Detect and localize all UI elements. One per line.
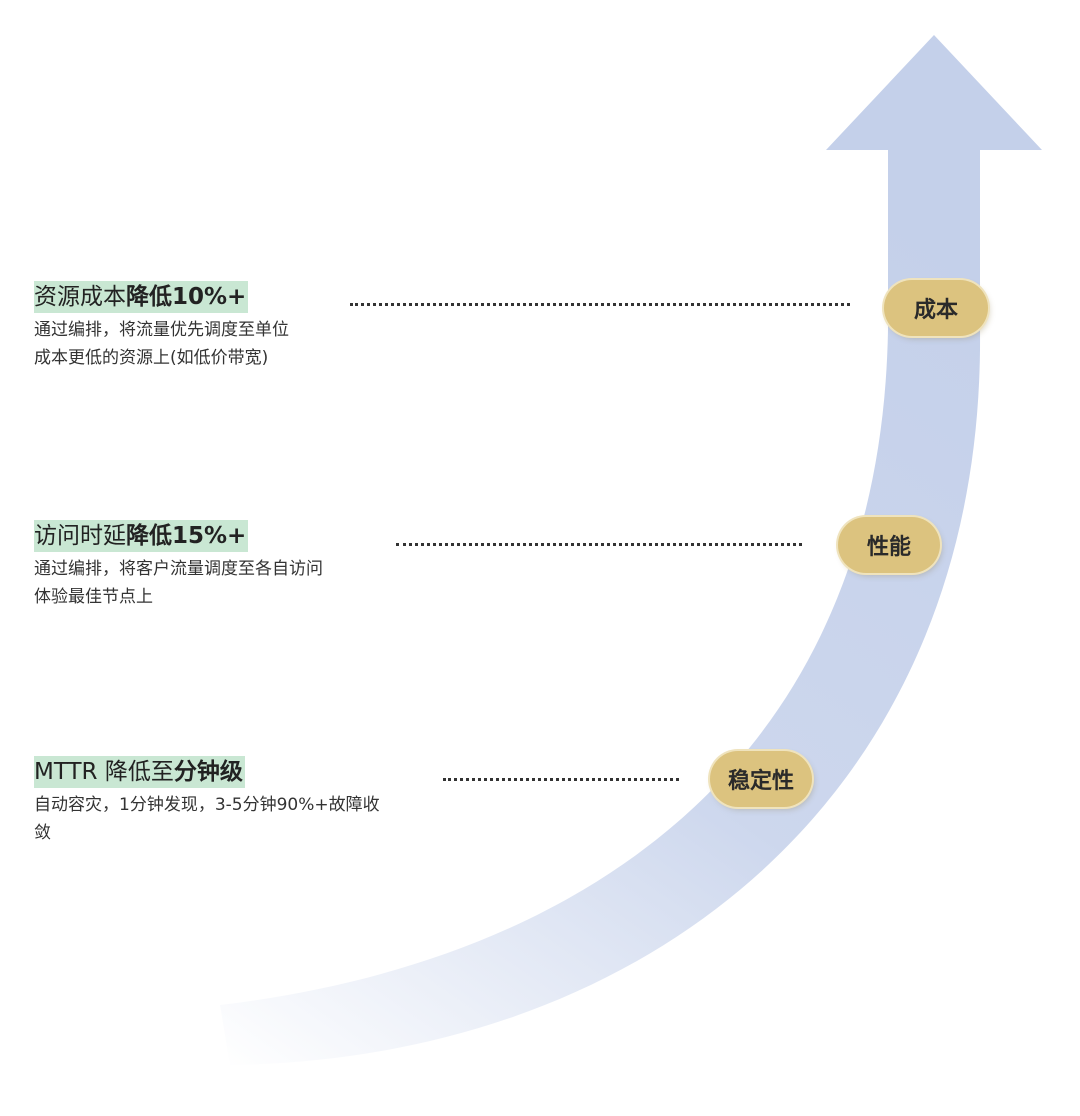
benefit-performance-desc-line: 通过编排，将客户流量调度至各自访问 [34, 559, 323, 579]
benefit-cost-desc-line: 成本更低的资源上(如低价带宽) [34, 348, 269, 368]
dotted-connector-performance [396, 543, 802, 546]
badge-stability: 稳定性 [710, 751, 812, 807]
benefit-stability-description: 自动容灾，1分钟发现，3-5分钟90%+故障收 敛 [34, 791, 380, 847]
benefit-stability-title-bold: 分钟级 [173, 759, 243, 785]
benefit-performance: 访问时延降低15%+ 通过编排，将客户流量调度至各自访问 体验最佳节点上 [34, 520, 323, 611]
benefit-cost-title: 资源成本降低10%+ [34, 281, 249, 313]
benefit-performance-title: 访问时延降低15%+ [34, 520, 249, 552]
benefit-cost: 资源成本降低10%+ 通过编排，将流量优先调度至单位 成本更低的资源上(如低价带… [34, 281, 289, 372]
benefit-stability-title: MTTR 降低至分钟级 [34, 756, 245, 788]
benefit-cost-description: 通过编排，将流量优先调度至单位 成本更低的资源上(如低价带宽) [34, 316, 289, 372]
benefit-performance-desc-line: 体验最佳节点上 [34, 587, 153, 607]
benefit-stability-desc-line: 自动容灾，1分钟发现，3-5分钟90%+故障收 [34, 795, 380, 815]
dotted-connector-stability [443, 778, 679, 781]
benefit-performance-title-plain: 访问时延 [34, 523, 126, 549]
benefit-cost-title-bold: 降低10%+ [126, 284, 247, 310]
benefit-cost-desc-line: 通过编排，将流量优先调度至单位 [34, 320, 289, 340]
benefit-stability-title-plain: MTTR 降低至 [34, 759, 174, 785]
benefit-stability: MTTR 降低至分钟级 自动容灾，1分钟发现，3-5分钟90%+故障收 敛 [34, 756, 380, 847]
badge-performance: 性能 [838, 517, 940, 573]
benefit-performance-title-bold: 降低15%+ [126, 523, 247, 549]
badge-cost: 成本 [884, 280, 988, 336]
dotted-connector-cost [350, 303, 850, 306]
benefit-cost-title-plain: 资源成本 [34, 284, 126, 310]
benefit-stability-desc-line: 敛 [34, 823, 51, 843]
benefit-performance-description: 通过编排，将客户流量调度至各自访问 体验最佳节点上 [34, 555, 323, 611]
